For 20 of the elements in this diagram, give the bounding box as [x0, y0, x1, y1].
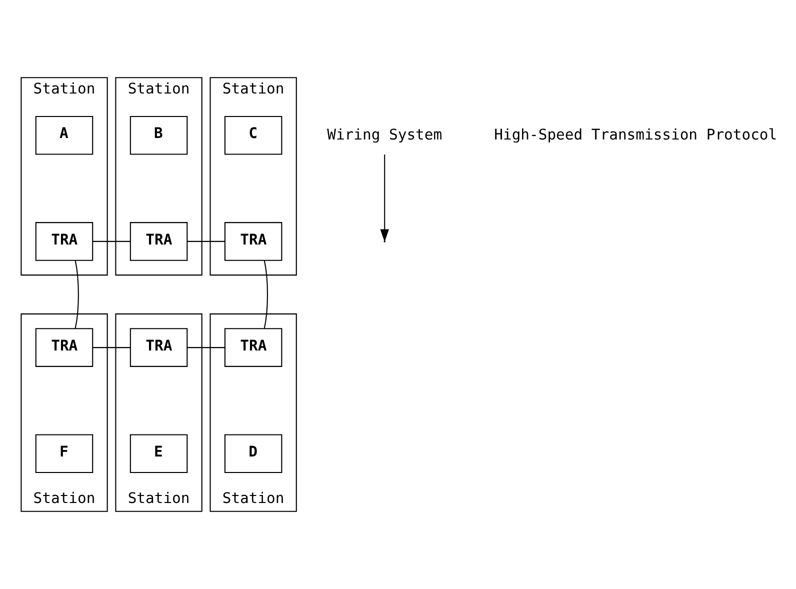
node-box: F — [35, 434, 94, 474]
node-box: TRA — [224, 328, 282, 367]
node-box: B — [130, 116, 188, 155]
connector — [92, 347, 130, 348]
node-box: TRA — [224, 222, 282, 261]
node-box: D — [224, 434, 282, 474]
connector — [187, 347, 225, 348]
node-box: C — [224, 116, 282, 155]
node-box: TRA — [130, 328, 188, 367]
connector — [264, 260, 268, 329]
node-text: Wiring System — [327, 126, 442, 144]
node-box: A — [35, 116, 94, 155]
label: High-Speed Transmission Protocol — [494, 126, 778, 144]
connector — [92, 240, 130, 242]
node-box: TRA — [35, 328, 94, 367]
node-box: E — [130, 434, 188, 474]
node-box: TRA — [130, 222, 188, 261]
connector — [74, 260, 79, 329]
node-box: TRA — [35, 222, 94, 261]
connector — [187, 240, 225, 242]
